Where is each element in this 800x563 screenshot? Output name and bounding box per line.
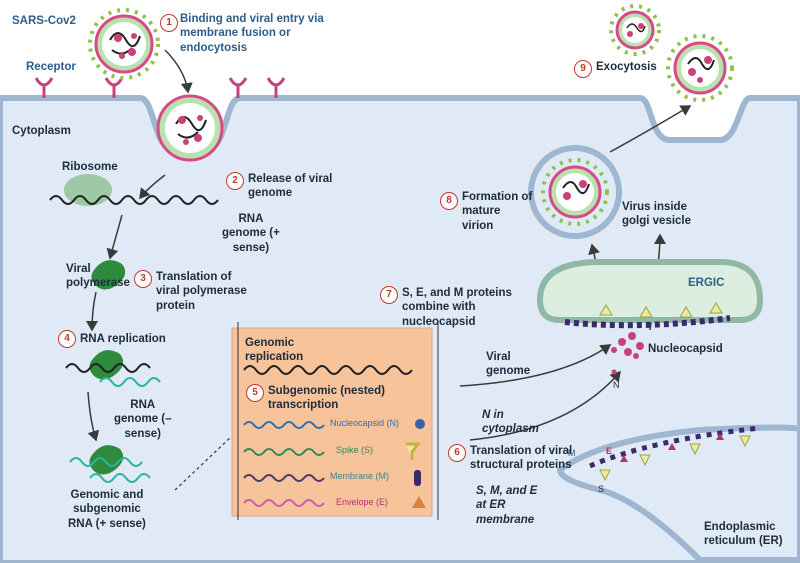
nucleocapsid-cluster (611, 332, 644, 359)
legend-strand-s (243, 448, 325, 456)
label-sars-cov2: SARS-Cov2 (12, 15, 76, 27)
replication-strand-black (65, 363, 151, 373)
step-4-text: RNA replication (80, 333, 166, 345)
label-genomic-subgenomic: Genomic and subgenomic RNA (+ sense) (68, 489, 146, 530)
legend-label-e: Envelope (E) (336, 497, 389, 507)
step-3-text: Translation of viral polymerase protein (156, 271, 247, 312)
transcription-strand-teal-1 (69, 457, 143, 467)
step-4-badge: 4 (58, 330, 76, 348)
n-dot (611, 369, 617, 375)
step-6-text: Translation of viral structural proteins (470, 445, 573, 472)
er-envelope-markers (620, 433, 724, 462)
legend-e-symbol (412, 496, 426, 508)
transcription-box (231, 327, 433, 517)
step-6-badge: 6 (448, 444, 466, 462)
step-7-badge: 7 (380, 286, 398, 304)
legend-strand-m (243, 474, 325, 482)
exocytosed-virion-1 (609, 4, 661, 56)
label-s-small: S (598, 484, 605, 494)
step-9-badge: 9 (574, 60, 592, 78)
er-spikes (599, 435, 751, 482)
box-bracket (237, 322, 439, 520)
legend-n-symbol (415, 419, 425, 429)
legend-strand-e (243, 499, 325, 507)
label-e-small: E (606, 446, 613, 456)
receptor-group (34, 77, 286, 98)
step-8-text: Formation of mature virion (462, 191, 533, 232)
transcription-strand-teal-2 (89, 473, 151, 483)
ergic-compartment (536, 259, 764, 323)
polymerase-transcription (89, 445, 124, 475)
label-virus-golgi: Virus inside golgi vesicle (622, 201, 692, 228)
step-8-badge: 8 (440, 192, 458, 210)
golgi-vesicle (528, 145, 622, 239)
legend-m-symbol (414, 470, 421, 486)
polymerase-replication (89, 350, 124, 380)
replication-strand-teal (99, 377, 161, 387)
label-m-small: M (568, 448, 576, 458)
legend-strand-n (243, 421, 325, 429)
step-1-badge: 1 (160, 14, 178, 32)
ergic-inner-membrane (564, 315, 731, 329)
legend-label-m: Membrane (M) (330, 471, 390, 481)
endocytosed-virion (156, 94, 224, 162)
label-receptor: Receptor (26, 61, 76, 73)
legend-label-n: Nucleocapsid (N) (330, 418, 400, 428)
sars-cov2-virion (88, 8, 160, 80)
connector-dotted (174, 435, 233, 491)
step-9-text: Exocytosis (596, 61, 657, 73)
step-7-text: S, E, and M proteins combine with nucleo… (402, 287, 512, 328)
legend-s-symbol (406, 442, 421, 460)
label-rna-genome-neg: RNA genome (– sense) (114, 399, 172, 440)
label-viral-genome: Viral genome (486, 351, 531, 378)
exocytosed-virion-2 (666, 34, 734, 102)
genomic-replication-strand (243, 365, 413, 375)
label-cytoplasm: Cytoplasm (12, 125, 71, 137)
label-ergic: ERGIC (688, 277, 725, 289)
step-1-text: Binding and viral entry via membrane fus… (180, 13, 324, 54)
rna-positive-strand (49, 195, 219, 205)
label-viral-polymerase: Viral polymerase (66, 263, 130, 290)
label-ribosome: Ribosome (62, 161, 118, 173)
label-rna-genome-pos: RNA genome (+ sense) (222, 213, 280, 254)
label-er: Endoplasmic reticulum (ER) (704, 521, 783, 548)
ergic-spikes (599, 302, 723, 318)
label-sme-at-er: S, M, and E at ER membrane (476, 485, 538, 526)
step-2-text: Release of viral genome (248, 173, 333, 200)
step-5-badge: 5 (246, 384, 264, 402)
label-n-in-cytoplasm: N in cytoplasm (482, 409, 539, 436)
legend-label-s: Spike (S) (336, 445, 374, 455)
step-5-text: Subgenomic (nested) transcription (268, 385, 385, 412)
viral-polymerase-shape (91, 260, 126, 290)
step-2-badge: 2 (226, 172, 244, 190)
label-n-small: N (613, 380, 620, 390)
label-genomic-replication: Genomic replication (245, 337, 304, 364)
step-3-badge: 3 (134, 270, 152, 288)
label-nucleocapsid: Nucleocapsid (648, 343, 723, 355)
